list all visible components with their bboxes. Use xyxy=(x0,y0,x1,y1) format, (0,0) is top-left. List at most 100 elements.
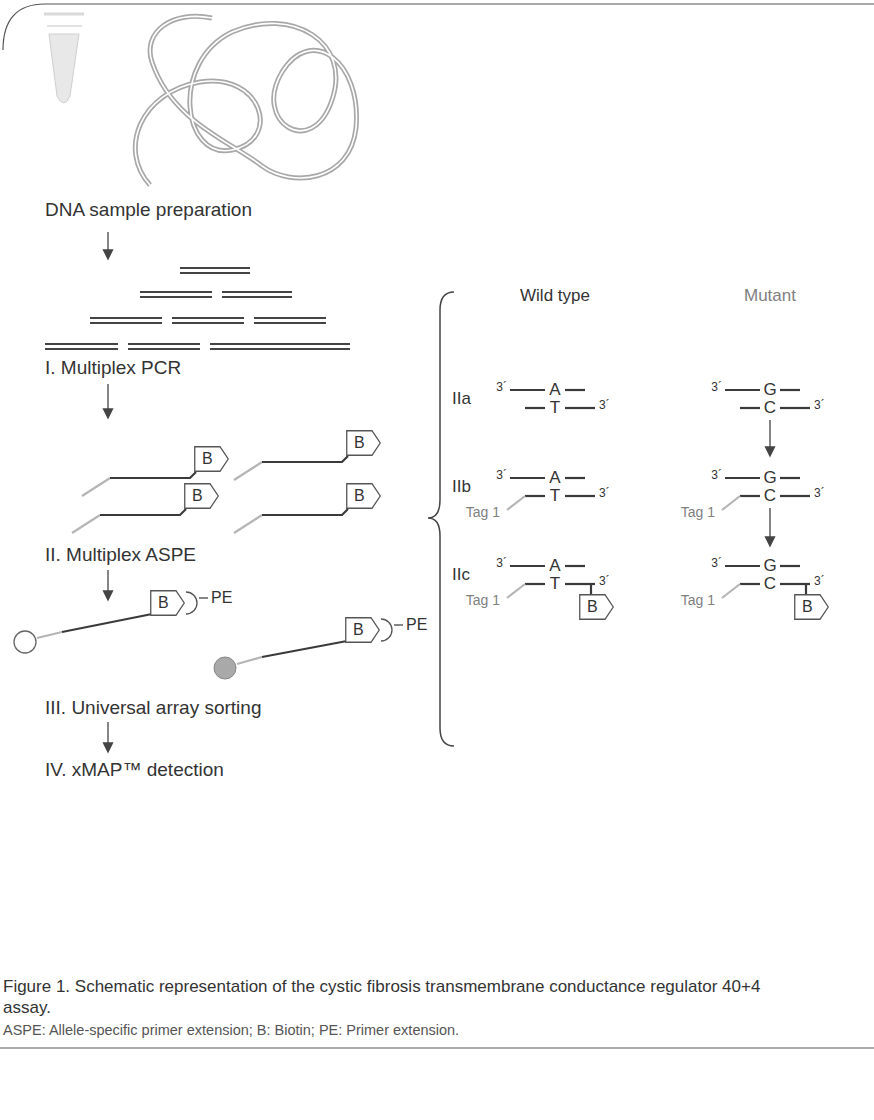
primer-strand xyxy=(740,583,760,585)
streptavidin xyxy=(381,619,392,641)
arrow-head xyxy=(104,591,113,600)
arrow-head xyxy=(104,250,113,259)
tag-sequence xyxy=(234,515,262,533)
tag-label: Tag 1 xyxy=(466,504,500,521)
arrow-head xyxy=(766,447,775,456)
abbreviation-note: ASPE: Allele-specific primer extension; … xyxy=(3,1022,459,1039)
base-letter: T xyxy=(550,574,560,594)
curly-bracket xyxy=(428,292,454,746)
extended-primer xyxy=(262,509,348,515)
biotin-letter: B xyxy=(192,483,203,509)
pentagon-shape xyxy=(580,595,614,620)
flow-arrow xyxy=(769,420,770,448)
base-letter: C xyxy=(764,398,776,418)
strand-end: 3´ xyxy=(814,486,825,500)
biotin-letter: B xyxy=(587,594,598,620)
primer-strand xyxy=(565,495,595,497)
pentagon-shape xyxy=(347,431,381,456)
pentagon-shape xyxy=(151,591,185,616)
pentagon-shape xyxy=(346,618,380,643)
biotin-tag: B xyxy=(150,590,185,616)
tag-label: Tag 1 xyxy=(681,592,715,609)
template-strand xyxy=(780,477,800,479)
base-letter: G xyxy=(763,556,776,576)
dna-ribbon xyxy=(135,16,356,185)
template-strand xyxy=(780,389,800,391)
tag-sequence xyxy=(72,515,100,533)
pe-label: PE xyxy=(211,588,232,607)
bead xyxy=(214,657,236,679)
biotin-tag: B xyxy=(346,430,381,456)
primer-strand xyxy=(740,495,760,497)
strand-end: 3´ xyxy=(496,468,507,482)
figure-caption: Figure 1. Schematic representation of th… xyxy=(3,976,763,1018)
flow-arrow xyxy=(107,384,108,410)
row-label: IIc xyxy=(452,565,470,585)
biotin-link xyxy=(590,584,592,594)
tube-body xyxy=(49,34,79,103)
primer-strand xyxy=(780,407,810,409)
amplicon xyxy=(90,318,326,323)
strand-end: 3´ xyxy=(599,574,610,588)
tube-cap xyxy=(47,25,82,27)
template-strand xyxy=(725,389,760,391)
step-label: I. Multiplex PCR xyxy=(45,357,181,380)
strand-end: 3´ xyxy=(711,556,722,570)
tag-sequence xyxy=(82,478,110,496)
column-heading: Mutant xyxy=(744,286,796,306)
strand-end: 3´ xyxy=(814,574,825,588)
streptavidin xyxy=(186,592,197,614)
row-label: IIb xyxy=(452,477,471,497)
step-label: IV. xMAP™ detection xyxy=(45,759,224,782)
base-letter: C xyxy=(764,486,776,506)
extended-primer xyxy=(262,641,347,657)
strand-end: 3´ xyxy=(496,380,507,394)
tag-sequence xyxy=(722,496,740,510)
biotin-link xyxy=(805,584,807,594)
template-strand xyxy=(510,565,545,567)
strand-end: 3´ xyxy=(599,398,610,412)
biotin-tag: B xyxy=(794,594,829,620)
tag-sequence xyxy=(237,657,262,664)
primer-strand xyxy=(525,583,545,585)
extended-primer xyxy=(62,614,152,632)
biotin-letter: B xyxy=(354,483,365,509)
biotin-letter: B xyxy=(353,617,364,643)
amplicon xyxy=(140,292,292,297)
biotin-tag: B xyxy=(345,617,380,643)
base-letter: T xyxy=(550,398,560,418)
row-label: IIa xyxy=(452,389,471,409)
base-letter: G xyxy=(763,468,776,488)
primer-strand xyxy=(525,407,545,409)
frame-line xyxy=(3,4,874,50)
dna-strand xyxy=(135,16,356,185)
biotin-tag: B xyxy=(184,483,219,509)
biotin-tag: B xyxy=(346,483,381,509)
tag-sequence xyxy=(234,462,262,480)
primer-strand xyxy=(740,407,760,409)
arrow-head xyxy=(104,409,113,418)
flow-arrow xyxy=(107,232,108,251)
pentagon-shape xyxy=(185,484,219,509)
template-strand xyxy=(510,477,545,479)
biotin-tag: B xyxy=(194,446,229,472)
pe-bond xyxy=(394,624,403,625)
pentagon-shape xyxy=(195,447,229,472)
extended-primer xyxy=(110,472,196,478)
template-strand xyxy=(565,477,585,479)
frame-line xyxy=(0,1047,874,1048)
tag-sequence xyxy=(507,496,525,510)
column-heading: Wild type xyxy=(520,286,590,306)
sample-tube xyxy=(44,14,84,103)
amplicon xyxy=(45,344,350,349)
tag-label: Tag 1 xyxy=(466,592,500,609)
biotin-letter: B xyxy=(354,430,365,456)
pentagon-shape xyxy=(795,595,829,620)
step-label: II. Multiplex ASPE xyxy=(45,544,196,567)
template-strand xyxy=(725,477,760,479)
tag-sequence xyxy=(37,632,62,638)
pentagon-shape xyxy=(347,484,381,509)
strand-end: 3´ xyxy=(814,398,825,412)
template-strand xyxy=(565,389,585,391)
